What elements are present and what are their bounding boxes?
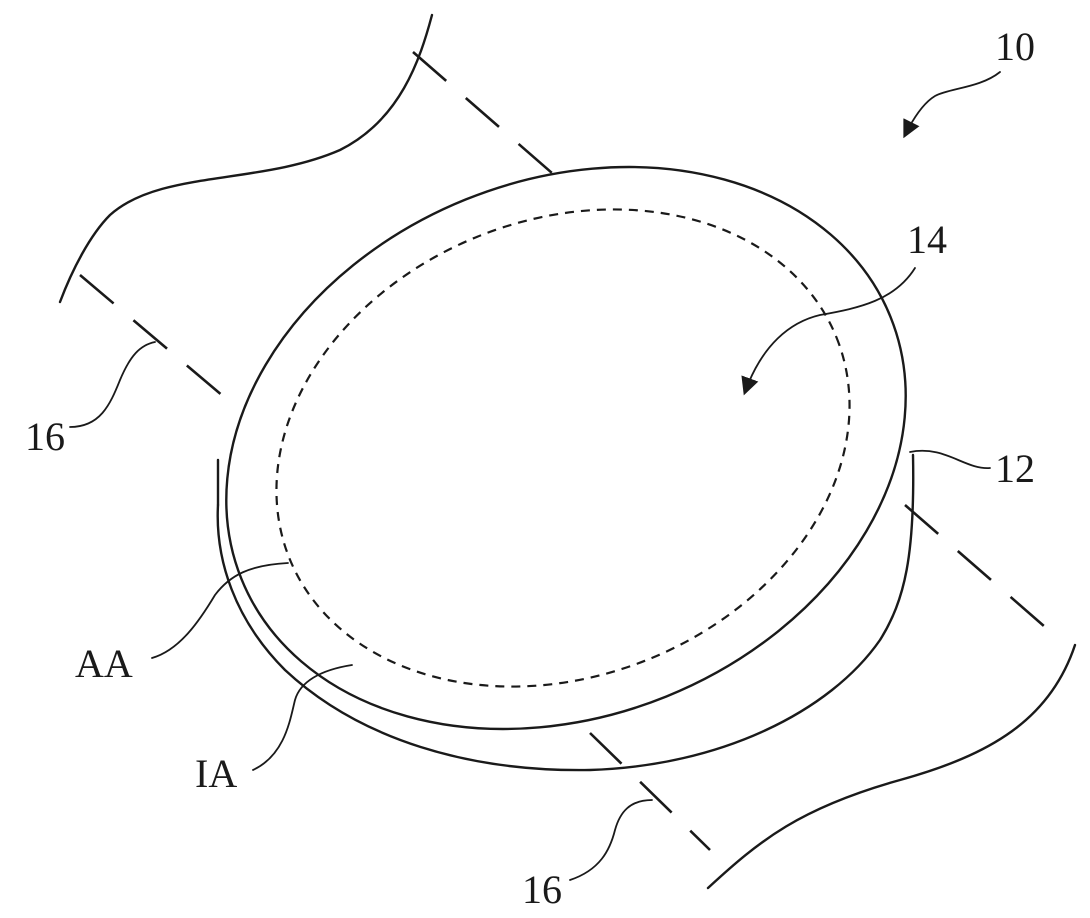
label-axis-16-upper: 16 [25, 414, 65, 459]
axis-line-upper-left [79, 274, 231, 403]
leader-edge-12 [909, 449, 991, 469]
label-inactive-area: IA [195, 751, 237, 796]
leader-active-area [151, 562, 289, 659]
axis-line-lower-left [589, 732, 711, 851]
active-area-boundary [275, 208, 851, 688]
label-axis-16-lower: 16 [522, 867, 562, 912]
leader-axis-16-upper [69, 341, 156, 428]
leader-axis-16-lower [569, 799, 653, 881]
label-edge-12: 12 [995, 446, 1035, 491]
axis-line-lower-right [904, 504, 1061, 641]
break-line-upper [58, 13, 434, 304]
axis-line-upper-right [412, 51, 561, 181]
leader-active-surface-14 [741, 267, 916, 396]
label-active-surface-14: 14 [907, 217, 947, 262]
break-line-lower [706, 643, 1077, 890]
label-active-area: AA [75, 641, 133, 686]
disk-top-surface [225, 165, 907, 731]
label-device-10: 10 [995, 24, 1035, 69]
leader-inactive-area [252, 664, 353, 771]
leader-device-10 [903, 71, 1001, 139]
disk-lower-rim [216, 453, 915, 772]
